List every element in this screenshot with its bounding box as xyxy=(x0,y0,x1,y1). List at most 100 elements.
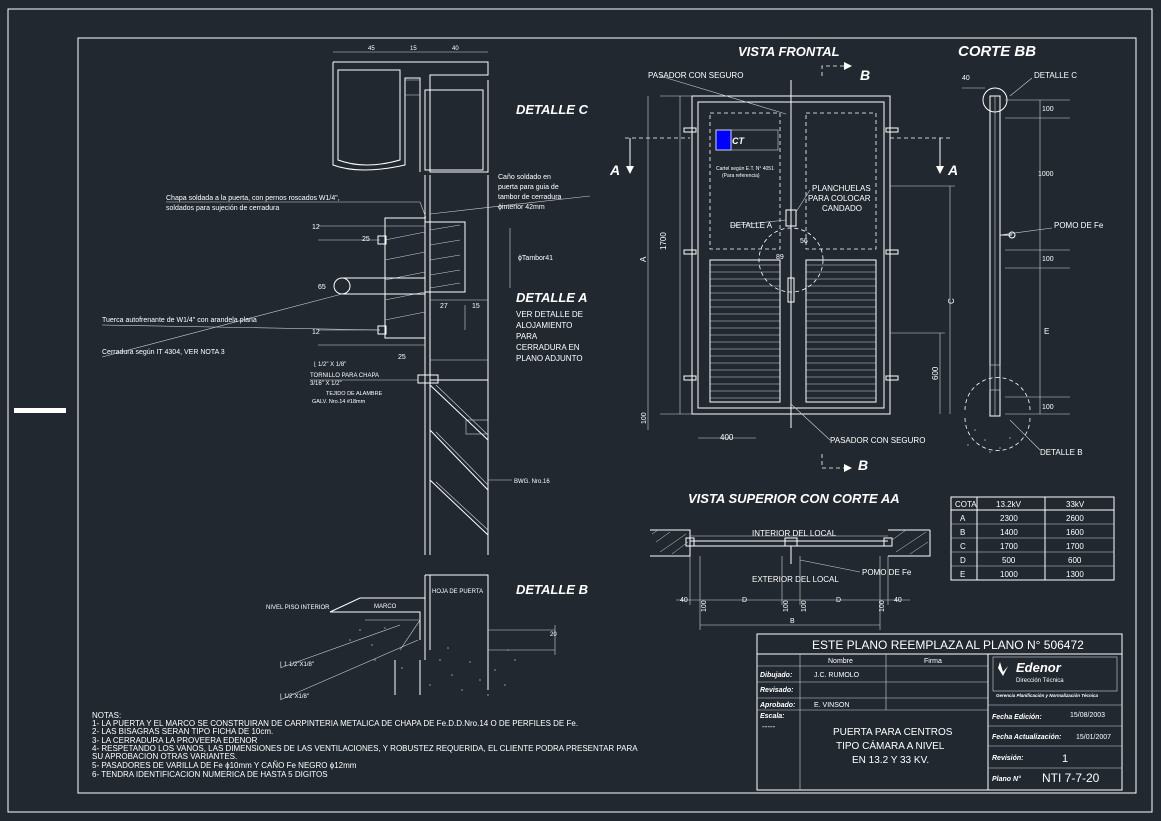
section-b-top: B xyxy=(860,67,870,83)
dibujado-value: J.C. RUMOLO xyxy=(814,672,860,679)
table-cell: 1700 xyxy=(1066,542,1084,551)
note-hoja: HOJA DE PUERTA xyxy=(432,589,483,595)
dim-b-20: 20 xyxy=(550,632,557,638)
escala-value: ----- xyxy=(762,722,776,731)
table-cell: 1000 xyxy=(1000,570,1018,579)
nota-line: 3- LA CERRADURA LA PROVEERA EDENOR xyxy=(92,736,258,745)
sup-dim-8: 40 xyxy=(894,597,902,604)
note-cano-1: Caño soldado en xyxy=(498,174,551,181)
fecha-act-value: 15/01/2007 xyxy=(1076,734,1111,741)
corte-dim-5: 100 xyxy=(1042,404,1054,411)
title-block xyxy=(756,633,1123,791)
nota-line: 4- RESPETANDO LOS VANOS, LAS DIMENSIONES… xyxy=(92,744,638,753)
table-cell: 1400 xyxy=(1000,528,1018,537)
note-tornillo-2: 3/16" X 1/2" xyxy=(310,381,342,387)
revision-label: Revisión: xyxy=(992,755,1024,762)
nota-line: 2- LAS BISAGRAS SERAN TIPO FICHA DE 10cm… xyxy=(92,727,273,736)
interior-label: INTERIOR DEL LOCAL xyxy=(752,529,837,538)
table-header-cota: COTA xyxy=(955,500,977,509)
sup-dim-1: 40 xyxy=(680,597,688,604)
section-a-right: A xyxy=(947,162,958,178)
dim-600: 600 xyxy=(931,366,940,380)
table-header-13kv: 13.2kV xyxy=(996,500,1022,509)
note-tejido-1: TEJIDO DE ALAMBRE xyxy=(326,391,383,397)
corte-detalle-c: DETALLE C xyxy=(1034,71,1077,80)
dim-89: 89 xyxy=(776,254,784,261)
fecha-act-label: Fecha Actualización: xyxy=(992,734,1061,741)
vista-superior-title: VISTA SUPERIOR CON CORTE AA xyxy=(688,491,900,506)
table-cell: B xyxy=(960,528,965,537)
exterior-label: EXTERIOR DEL LOCAL xyxy=(752,575,839,584)
corte-dim-4: E xyxy=(1044,327,1049,336)
note-angulo-b1: ⌊ 1 1/2"X1/8" xyxy=(280,661,314,668)
ct-label: CT xyxy=(732,136,745,146)
cartel-note-1: Cartel según E.T. N° 4051 xyxy=(716,166,774,172)
note-cano-2: puerta para guia de xyxy=(498,184,559,191)
outer-frame xyxy=(7,8,1153,813)
top-view-drawing xyxy=(650,529,931,630)
detalle-a-drawing xyxy=(318,175,512,555)
fecha-edicion-label: Fecha Edición: xyxy=(992,714,1042,721)
table-cell: 2300 xyxy=(1000,514,1018,523)
note-tejido-2: GALV. Nro.14 #18mm xyxy=(312,399,366,405)
note-ver-1: VER DETALLE DE xyxy=(516,310,583,319)
fecha-edicion-value: 15/08/2003 xyxy=(1070,712,1105,719)
note-tambor: ϕTambor41 xyxy=(518,255,553,262)
dim-c-front: C xyxy=(947,298,956,304)
notas-title: NOTAS: xyxy=(92,711,121,720)
detalle-b-drawing xyxy=(329,574,556,696)
note-chapa-1: Chapa soldada a la puerta, con pernos ro… xyxy=(166,195,340,202)
note-ver-2: ALOJAMIENTO xyxy=(516,321,572,330)
front-detalle-a: DETALLE A xyxy=(730,221,773,230)
planchuelas-1: PLANCHUELAS xyxy=(812,184,871,193)
detalle-c-drawing: 45 15 40 xyxy=(332,46,489,173)
pasador-top-label: PASADOR CON SEGURO xyxy=(648,71,743,80)
table-cell: 2600 xyxy=(1066,514,1084,523)
company-gerencia: Gerencia Planificación y Normalización T… xyxy=(996,693,1099,698)
detalle-c-title: DETALLE C xyxy=(516,102,589,117)
dim-a-65: 65 xyxy=(318,284,326,291)
firma-header: Firma xyxy=(924,658,942,665)
section-a-left: A xyxy=(609,162,620,178)
dim-a-12-bottom: 12 xyxy=(312,329,320,336)
dim-a-27: 27 xyxy=(440,303,448,310)
plano-label: Plano N° xyxy=(992,775,1021,783)
cartel-note-2: (Para referencia) xyxy=(722,173,760,179)
aprobado-label: Aprobado: xyxy=(759,702,795,709)
table-cell: D xyxy=(960,556,966,565)
table-cell: C xyxy=(960,542,966,551)
corte-detalle-b: DETALLE B xyxy=(1040,448,1083,457)
nota-line: 5- PASADORES DE VARILLA DE Fe ϕ10mm Y CA… xyxy=(92,761,357,770)
cota-table xyxy=(950,496,1115,581)
corte-dim-3: 100 xyxy=(1042,256,1054,263)
dim-a-15: 15 xyxy=(472,303,480,310)
dim-a-25-bottom: 25 xyxy=(398,354,406,361)
ct-sign xyxy=(715,129,732,151)
dim-1700: 1700 xyxy=(659,232,668,250)
front-view-drawing xyxy=(625,62,955,472)
detalle-a-title: DETALLE A xyxy=(516,290,588,305)
sup-dim-7: 100 xyxy=(879,600,886,612)
table-cell: 1700 xyxy=(1000,542,1018,551)
planchuelas-3: CANDADO xyxy=(822,204,862,213)
company-name: Edenor xyxy=(1016,660,1062,675)
table-cell: E xyxy=(960,570,965,579)
plano-value: NTI 7-7-20 xyxy=(1042,771,1100,785)
dim-400: 400 xyxy=(720,433,734,442)
sup-dim-4: 100 xyxy=(783,600,790,612)
note-cano-3: tambor de cerradura xyxy=(498,194,562,201)
edenor-logo-icon xyxy=(998,662,1008,676)
aprobado-value: E. VINSON xyxy=(814,702,849,709)
note-angulo-b2: ⌊ 1/2"X1/8" xyxy=(280,693,309,700)
pasador-bottom-label: PASADOR CON SEGURO xyxy=(830,436,925,445)
revision-value: 1 xyxy=(1062,753,1068,765)
table-cell: 1300 xyxy=(1066,570,1084,579)
dim-c-40: 40 xyxy=(452,46,459,52)
note-cerradura: Cerradura según IT 4304, VER NOTA 3 xyxy=(102,349,225,356)
note-marco: MARCO xyxy=(374,604,397,610)
table-cell: A xyxy=(960,514,966,523)
section-b-bottom: B xyxy=(858,457,868,473)
note-nivel-piso: NIVEL PISO INTERIOR xyxy=(266,605,330,611)
note-bwg: BWG. Nro.16 xyxy=(514,479,550,485)
sup-dim-6: D xyxy=(836,597,841,604)
